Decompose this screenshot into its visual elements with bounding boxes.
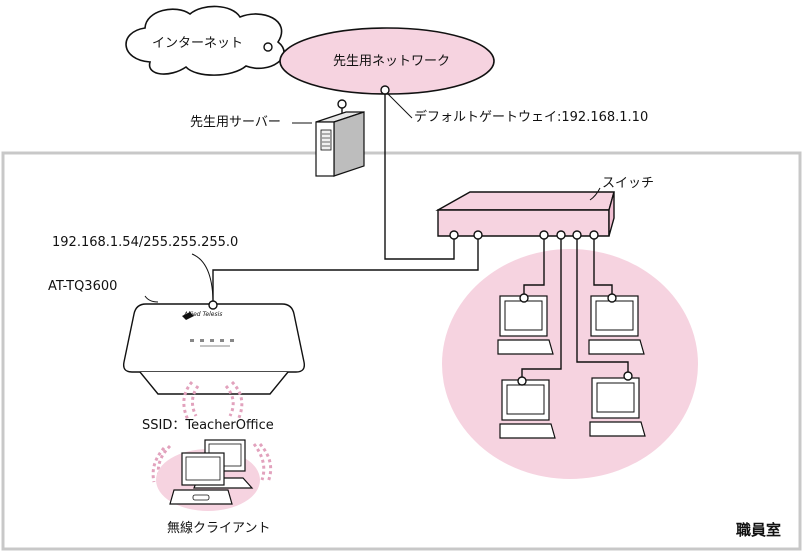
cable-pc-2 bbox=[521, 233, 562, 379]
switch-leader bbox=[589, 187, 601, 201]
switch-label: スイッチ bbox=[602, 176, 655, 191]
desktop-pc-icon bbox=[497, 295, 554, 355]
switch-port bbox=[589, 230, 599, 240]
connection-ports bbox=[208, 42, 633, 386]
ap-ip-leader bbox=[191, 253, 214, 301]
server-port bbox=[337, 99, 347, 109]
pc-port bbox=[517, 376, 527, 386]
desktop-pc-icon bbox=[499, 379, 556, 439]
wireless-access-point-icon bbox=[122, 303, 306, 395]
cable-pc-1 bbox=[523, 233, 545, 296]
ap-brand-logo: Allied Telesis bbox=[184, 311, 223, 318]
switch-port bbox=[539, 230, 549, 240]
switch-port bbox=[449, 230, 459, 240]
wireless-client-label: 無線クライアント bbox=[167, 521, 271, 536]
teacher-server-label: 先生用サーバー bbox=[190, 115, 281, 130]
pc-port bbox=[623, 371, 633, 381]
switch-port bbox=[473, 230, 483, 240]
pc-port bbox=[607, 293, 617, 303]
gateway-label: デフォルトゲートウェイ:192.168.1.10 bbox=[414, 110, 649, 125]
switch-port bbox=[556, 230, 566, 240]
wifi-signal-icon bbox=[151, 380, 273, 483]
server-tower-icon bbox=[315, 111, 365, 177]
network-switch-icon bbox=[435, 191, 615, 237]
desktop-pc-icon bbox=[589, 377, 646, 437]
ap-model-leader bbox=[144, 295, 159, 303]
cloud-port bbox=[263, 42, 273, 52]
cable-switch-ap bbox=[212, 233, 479, 303]
gateway-leader bbox=[385, 91, 413, 119]
staff-room-boundary bbox=[1, 151, 802, 551]
ap-ip-label: 192.168.1.54/255.255.255.0 bbox=[52, 235, 239, 250]
switch-port bbox=[572, 230, 582, 240]
room-label: 職員室 bbox=[736, 521, 782, 539]
pc-port bbox=[519, 293, 529, 303]
internet-label: インターネット bbox=[152, 36, 244, 51]
cable-pc-4 bbox=[593, 233, 613, 296]
laptop-icon bbox=[169, 452, 233, 505]
cable-gateway-switch bbox=[384, 90, 455, 260]
teacher-network-label: 先生用ネットワーク bbox=[333, 54, 451, 69]
desktop-pc-icon bbox=[588, 295, 645, 355]
ap-model-label: AT-TQ3600 bbox=[48, 279, 118, 294]
cable-pc-3 bbox=[576, 233, 629, 374]
pc-group-area bbox=[442, 249, 698, 479]
ssid-label: SSID：TeacherOffice bbox=[142, 418, 274, 433]
ap-port bbox=[208, 300, 218, 310]
gateway-port bbox=[380, 85, 390, 95]
cloud-icon bbox=[125, 5, 285, 76]
